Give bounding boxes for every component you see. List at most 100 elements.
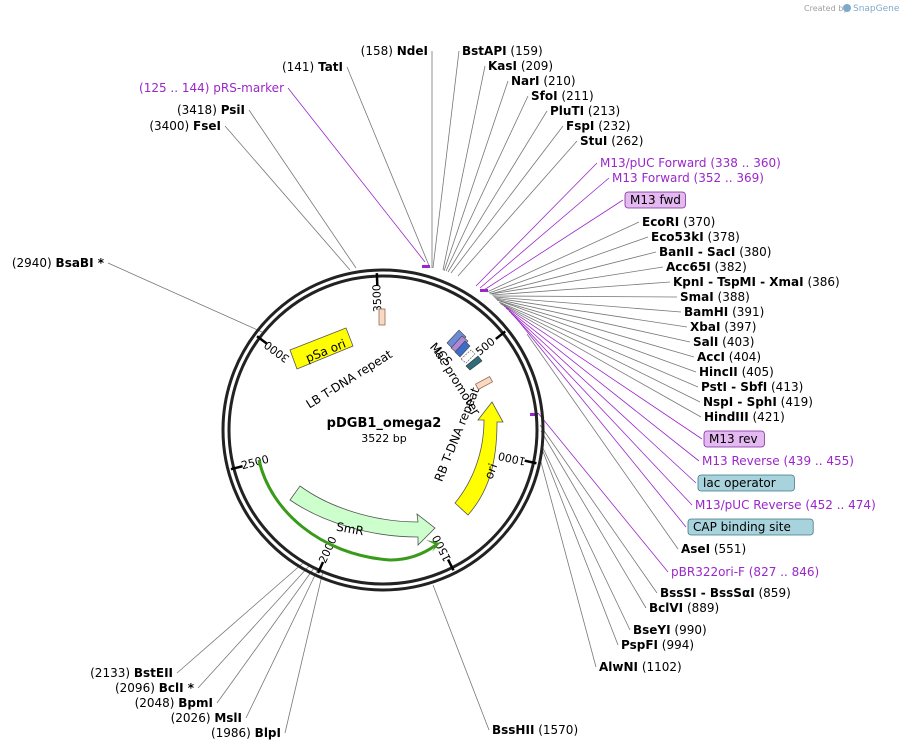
svg-text:(3418) PsiI: (3418) PsiI xyxy=(177,103,245,117)
leader-line xyxy=(432,50,460,269)
site-label-bstapi[interactable]: BstAPI (159) xyxy=(462,44,543,58)
site-name: M13 Forward xyxy=(612,171,690,185)
site-label-prs-marker[interactable]: (125 .. 144) pRS-marker xyxy=(139,81,284,95)
site-label-hincii[interactable]: HincII (405) xyxy=(699,365,774,379)
feature-box xyxy=(624,191,686,209)
site-position: (159) xyxy=(507,44,543,58)
site-label-cap-binding-site[interactable]: CAP binding site xyxy=(687,518,814,536)
site-label-lac-operator[interactable]: lac operator xyxy=(697,474,795,492)
leader-line xyxy=(479,177,610,289)
psa-ori-arrow[interactable] xyxy=(289,327,354,370)
site-label-banii-saci[interactable]: BanII - SacI (380) xyxy=(659,245,771,259)
site-label-smai[interactable]: SmaI (388) xyxy=(680,290,750,304)
site-label-pbr322ori-f[interactable]: pBR322ori-F (827 .. 846) xyxy=(671,565,819,579)
mcs-region[interactable] xyxy=(446,329,483,371)
site-label-m13-puc-reverse[interactable]: M13/pUC Reverse (452 .. 474) xyxy=(695,498,876,512)
site-label-m13-fwd[interactable]: M13 fwd xyxy=(624,191,686,209)
site-label-bsshii[interactable]: BssHII (1570) xyxy=(492,723,578,737)
site-label-bamhi[interactable]: BamHI (391) xyxy=(684,305,764,319)
site-position: (397) xyxy=(720,320,756,334)
site-label-m13-reverse[interactable]: M13 Reverse (439 .. 455) xyxy=(702,454,854,468)
leader-line xyxy=(539,424,658,594)
svg-text:Eco53kI (378): Eco53kI (378) xyxy=(651,230,740,244)
site-label-kasi[interactable]: KasI (209) xyxy=(488,59,553,73)
site-label-bsteii[interactable]: (2133) BstEII xyxy=(90,666,173,680)
site-label-asei[interactable]: AseI (551) xyxy=(681,542,746,556)
site-label-kpni-tspmi-xmai[interactable]: KpnI - TspMI - XmaI (386) xyxy=(673,275,840,289)
site-position: (3400) xyxy=(149,119,193,133)
site-position: (378) xyxy=(704,230,740,244)
site-label-bsabi[interactable]: (2940) BsaBI * xyxy=(12,256,105,270)
site-position: (404) xyxy=(725,350,761,364)
site-name: SmaI xyxy=(680,290,714,304)
site-label-msli[interactable]: (2026) MslI xyxy=(171,711,242,725)
site-label-eco53ki[interactable]: Eco53kI (378) xyxy=(651,230,740,244)
site-position: (405) xyxy=(738,365,774,379)
site-label-hindiii[interactable]: HindIII (421) xyxy=(704,410,785,424)
site-position: (232) xyxy=(594,119,630,133)
site-label-stui[interactable]: StuI (262) xyxy=(580,134,643,148)
leader-line xyxy=(346,66,431,269)
backbone-outer-ring xyxy=(221,268,545,592)
site-name: M13 Reverse xyxy=(702,454,780,468)
svg-text:BclVI (889): BclVI (889) xyxy=(649,601,719,615)
site-name: AccI xyxy=(697,350,725,364)
site-name: NarI xyxy=(511,74,540,88)
site-label-m13-rev[interactable]: M13 rev xyxy=(703,430,765,448)
svg-text:AlwNI (1102): AlwNI (1102) xyxy=(599,660,682,674)
site-name: SfoI xyxy=(531,89,558,103)
site-label-fspi[interactable]: FspI (232) xyxy=(566,119,631,133)
site-label-acci[interactable]: AccI (404) xyxy=(697,350,761,364)
site-label-pspfi[interactable]: PspFI (994) xyxy=(621,638,694,652)
site-label-tati[interactable]: (141) TatI xyxy=(282,60,343,74)
svg-text:M13 Forward (352 .. 369): M13 Forward (352 .. 369) xyxy=(612,171,764,185)
leader-line xyxy=(496,299,695,358)
site-label-alwni[interactable]: AlwNI (1102) xyxy=(599,660,682,674)
leader-line xyxy=(489,251,657,295)
site-label-pluti[interactable]: PluTI (213) xyxy=(550,104,620,118)
svg-text:FspI (232): FspI (232) xyxy=(566,119,631,133)
site-label-fsei[interactable]: (3400) FseI xyxy=(149,119,221,133)
site-position: (352 .. 369) xyxy=(690,171,764,185)
svg-text:BssSI - BssSαI (859): BssSI - BssSαI (859) xyxy=(660,586,791,600)
site-label-sali[interactable]: SalI (403) xyxy=(693,335,754,349)
site-name: PsiI xyxy=(221,103,245,117)
site-label-bpmi[interactable]: (2048) BpmI xyxy=(135,696,213,710)
rb-repeat-marker[interactable] xyxy=(474,376,494,390)
site-label-acc65i[interactable]: Acc65I (382) xyxy=(666,260,747,274)
site-name: HindIII xyxy=(704,410,749,424)
lb-repeat-marker[interactable] xyxy=(378,308,386,326)
site-label-psii[interactable]: (3418) PsiI xyxy=(177,103,245,117)
site-name: EcoRI xyxy=(642,215,679,229)
site-label-ndei[interactable]: (158) NdeI xyxy=(361,44,428,58)
leader-line xyxy=(245,568,319,719)
site-name: KpnI - TspMI - XmaI xyxy=(673,275,804,289)
site-label-psti-sbfi[interactable]: PstI - SbfI (413) xyxy=(701,380,803,394)
site-label-nspi-sphi[interactable]: NspI - SphI (419) xyxy=(703,395,813,409)
site-label-bclvi[interactable]: BclVI (889) xyxy=(649,601,719,615)
site-position: (403) xyxy=(718,335,754,349)
site-label-sfoi[interactable]: SfoI (211) xyxy=(531,89,594,103)
ori-arrow[interactable] xyxy=(454,401,504,516)
svg-text:BanII - SacI (380): BanII - SacI (380) xyxy=(659,245,771,259)
site-label-nari[interactable]: NarI (210) xyxy=(511,74,576,88)
leader-line xyxy=(540,461,597,668)
site-name: Acc65I xyxy=(666,260,711,274)
site-label-bcli[interactable]: (2096) BclI * xyxy=(115,681,195,695)
site-position: (439 .. 455) xyxy=(780,454,854,468)
site-position: (421) xyxy=(749,410,785,424)
svg-text:M13/pUC Reverse (452 .. 474: M13/pUC Reverse (452 .. 474) xyxy=(695,498,876,512)
site-label-xbai[interactable]: XbaI (397) xyxy=(690,320,757,334)
tick-mark xyxy=(495,330,506,340)
site-label-bsssi-bsss-i[interactable]: BssSI - BssSαI (859) xyxy=(660,586,791,600)
site-label-m13-puc-forward[interactable]: M13/pUC Forward (338 .. 360) xyxy=(600,156,781,170)
site-label-bseyi[interactable]: BseYI (990) xyxy=(633,623,707,637)
site-label-blpi[interactable]: (1986) BlpI xyxy=(211,726,281,740)
site-name: BlpI xyxy=(255,726,281,740)
site-name: BclVI xyxy=(649,601,683,615)
site-label-ecori[interactable]: EcoRI (370) xyxy=(642,215,715,229)
smr-arrow[interactable] xyxy=(289,485,436,546)
site-label-m13-forward[interactable]: M13 Forward (352 .. 369) xyxy=(612,171,764,185)
feature-box-label: lac operator xyxy=(703,476,776,490)
